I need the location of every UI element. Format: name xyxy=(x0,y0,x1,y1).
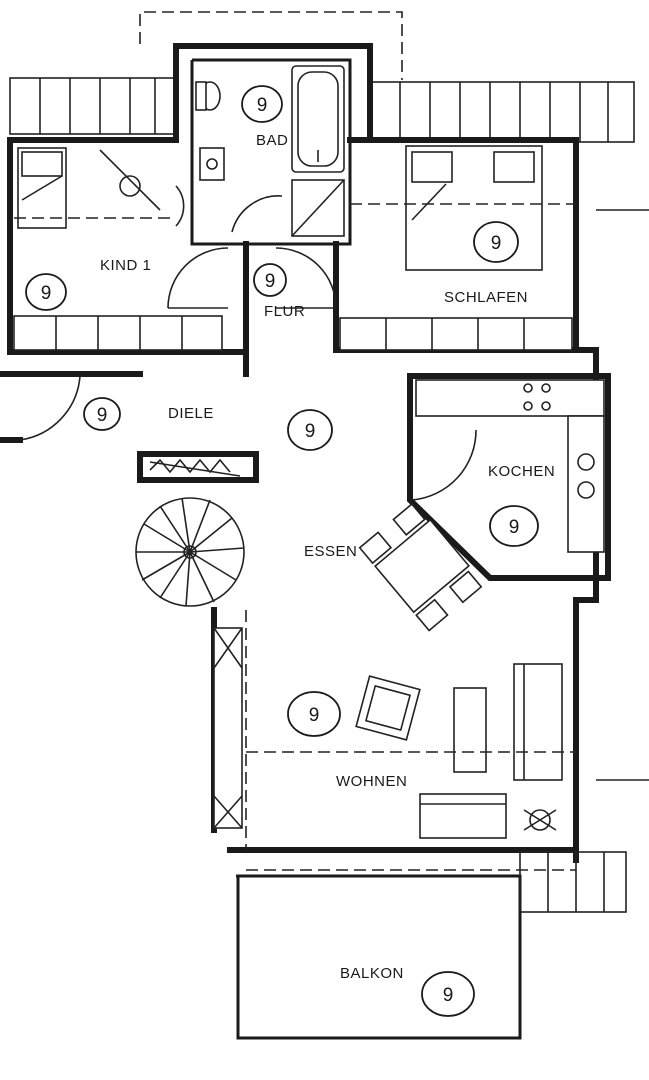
room-label-balkon: BALKON xyxy=(340,965,404,982)
svg-text:9: 9 xyxy=(305,421,316,442)
room-number-kochen: 9 xyxy=(489,505,539,547)
toilet xyxy=(195,81,221,111)
room-number-schlafen: 9 xyxy=(473,221,519,263)
exterior-lines-right xyxy=(519,209,649,913)
shower xyxy=(291,179,345,237)
sofa-right xyxy=(513,663,563,781)
washbasin xyxy=(199,147,225,181)
svg-text:9: 9 xyxy=(509,517,520,538)
room-label-schlafen: SCHLAFEN xyxy=(444,289,528,306)
schlafen-wardrobe xyxy=(339,317,573,351)
sideboard-left xyxy=(213,627,243,829)
schlafen-bed xyxy=(405,145,543,271)
room-number-balkon: 9 xyxy=(421,971,475,1017)
room-label-bad: BAD xyxy=(256,132,288,149)
armchair xyxy=(355,675,421,741)
roof-lines-living xyxy=(245,610,576,871)
svg-text:9: 9 xyxy=(443,985,454,1006)
kind1-desk-chair xyxy=(99,149,161,211)
room-label-diele: DIELE xyxy=(168,405,214,422)
bathtub xyxy=(291,65,345,173)
room-label-kochen: KOCHEN xyxy=(488,463,555,480)
roof-rafters-left xyxy=(9,77,177,135)
sofa-bottom xyxy=(419,793,507,839)
roof-outline-top xyxy=(139,11,403,80)
svg-text:9: 9 xyxy=(265,271,276,292)
room-number-wohnen: 9 xyxy=(287,691,341,737)
kitchen-counter xyxy=(415,379,605,553)
svg-text:9: 9 xyxy=(309,705,320,726)
svg-text:9: 9 xyxy=(491,233,502,254)
roof-rafters-right xyxy=(371,81,635,143)
kind1-wardrobe xyxy=(13,315,223,351)
exterior-walls xyxy=(0,43,611,1040)
room-number-bad: 9 xyxy=(241,85,283,123)
room-number-diele: 9 xyxy=(83,397,121,431)
room-number-essen-diele: 9 xyxy=(287,409,333,451)
room-number-flur: 9 xyxy=(253,263,287,297)
svg-text:9: 9 xyxy=(97,405,108,426)
coffee-table xyxy=(453,687,487,773)
plant xyxy=(523,809,557,831)
room-label-kind1: KIND 1 xyxy=(100,257,151,274)
spiral-staircase xyxy=(135,458,245,607)
dining-table xyxy=(358,502,483,632)
room-label-flur: FLUR xyxy=(264,303,305,320)
svg-text:9: 9 xyxy=(41,283,52,304)
room-number-kind1: 9 xyxy=(25,273,67,311)
doors xyxy=(19,185,477,501)
svg-text:9: 9 xyxy=(257,95,268,116)
room-label-essen: ESSEN xyxy=(304,543,357,560)
kind1-bed xyxy=(17,147,67,229)
room-label-wohnen: WOHNEN xyxy=(336,773,407,790)
